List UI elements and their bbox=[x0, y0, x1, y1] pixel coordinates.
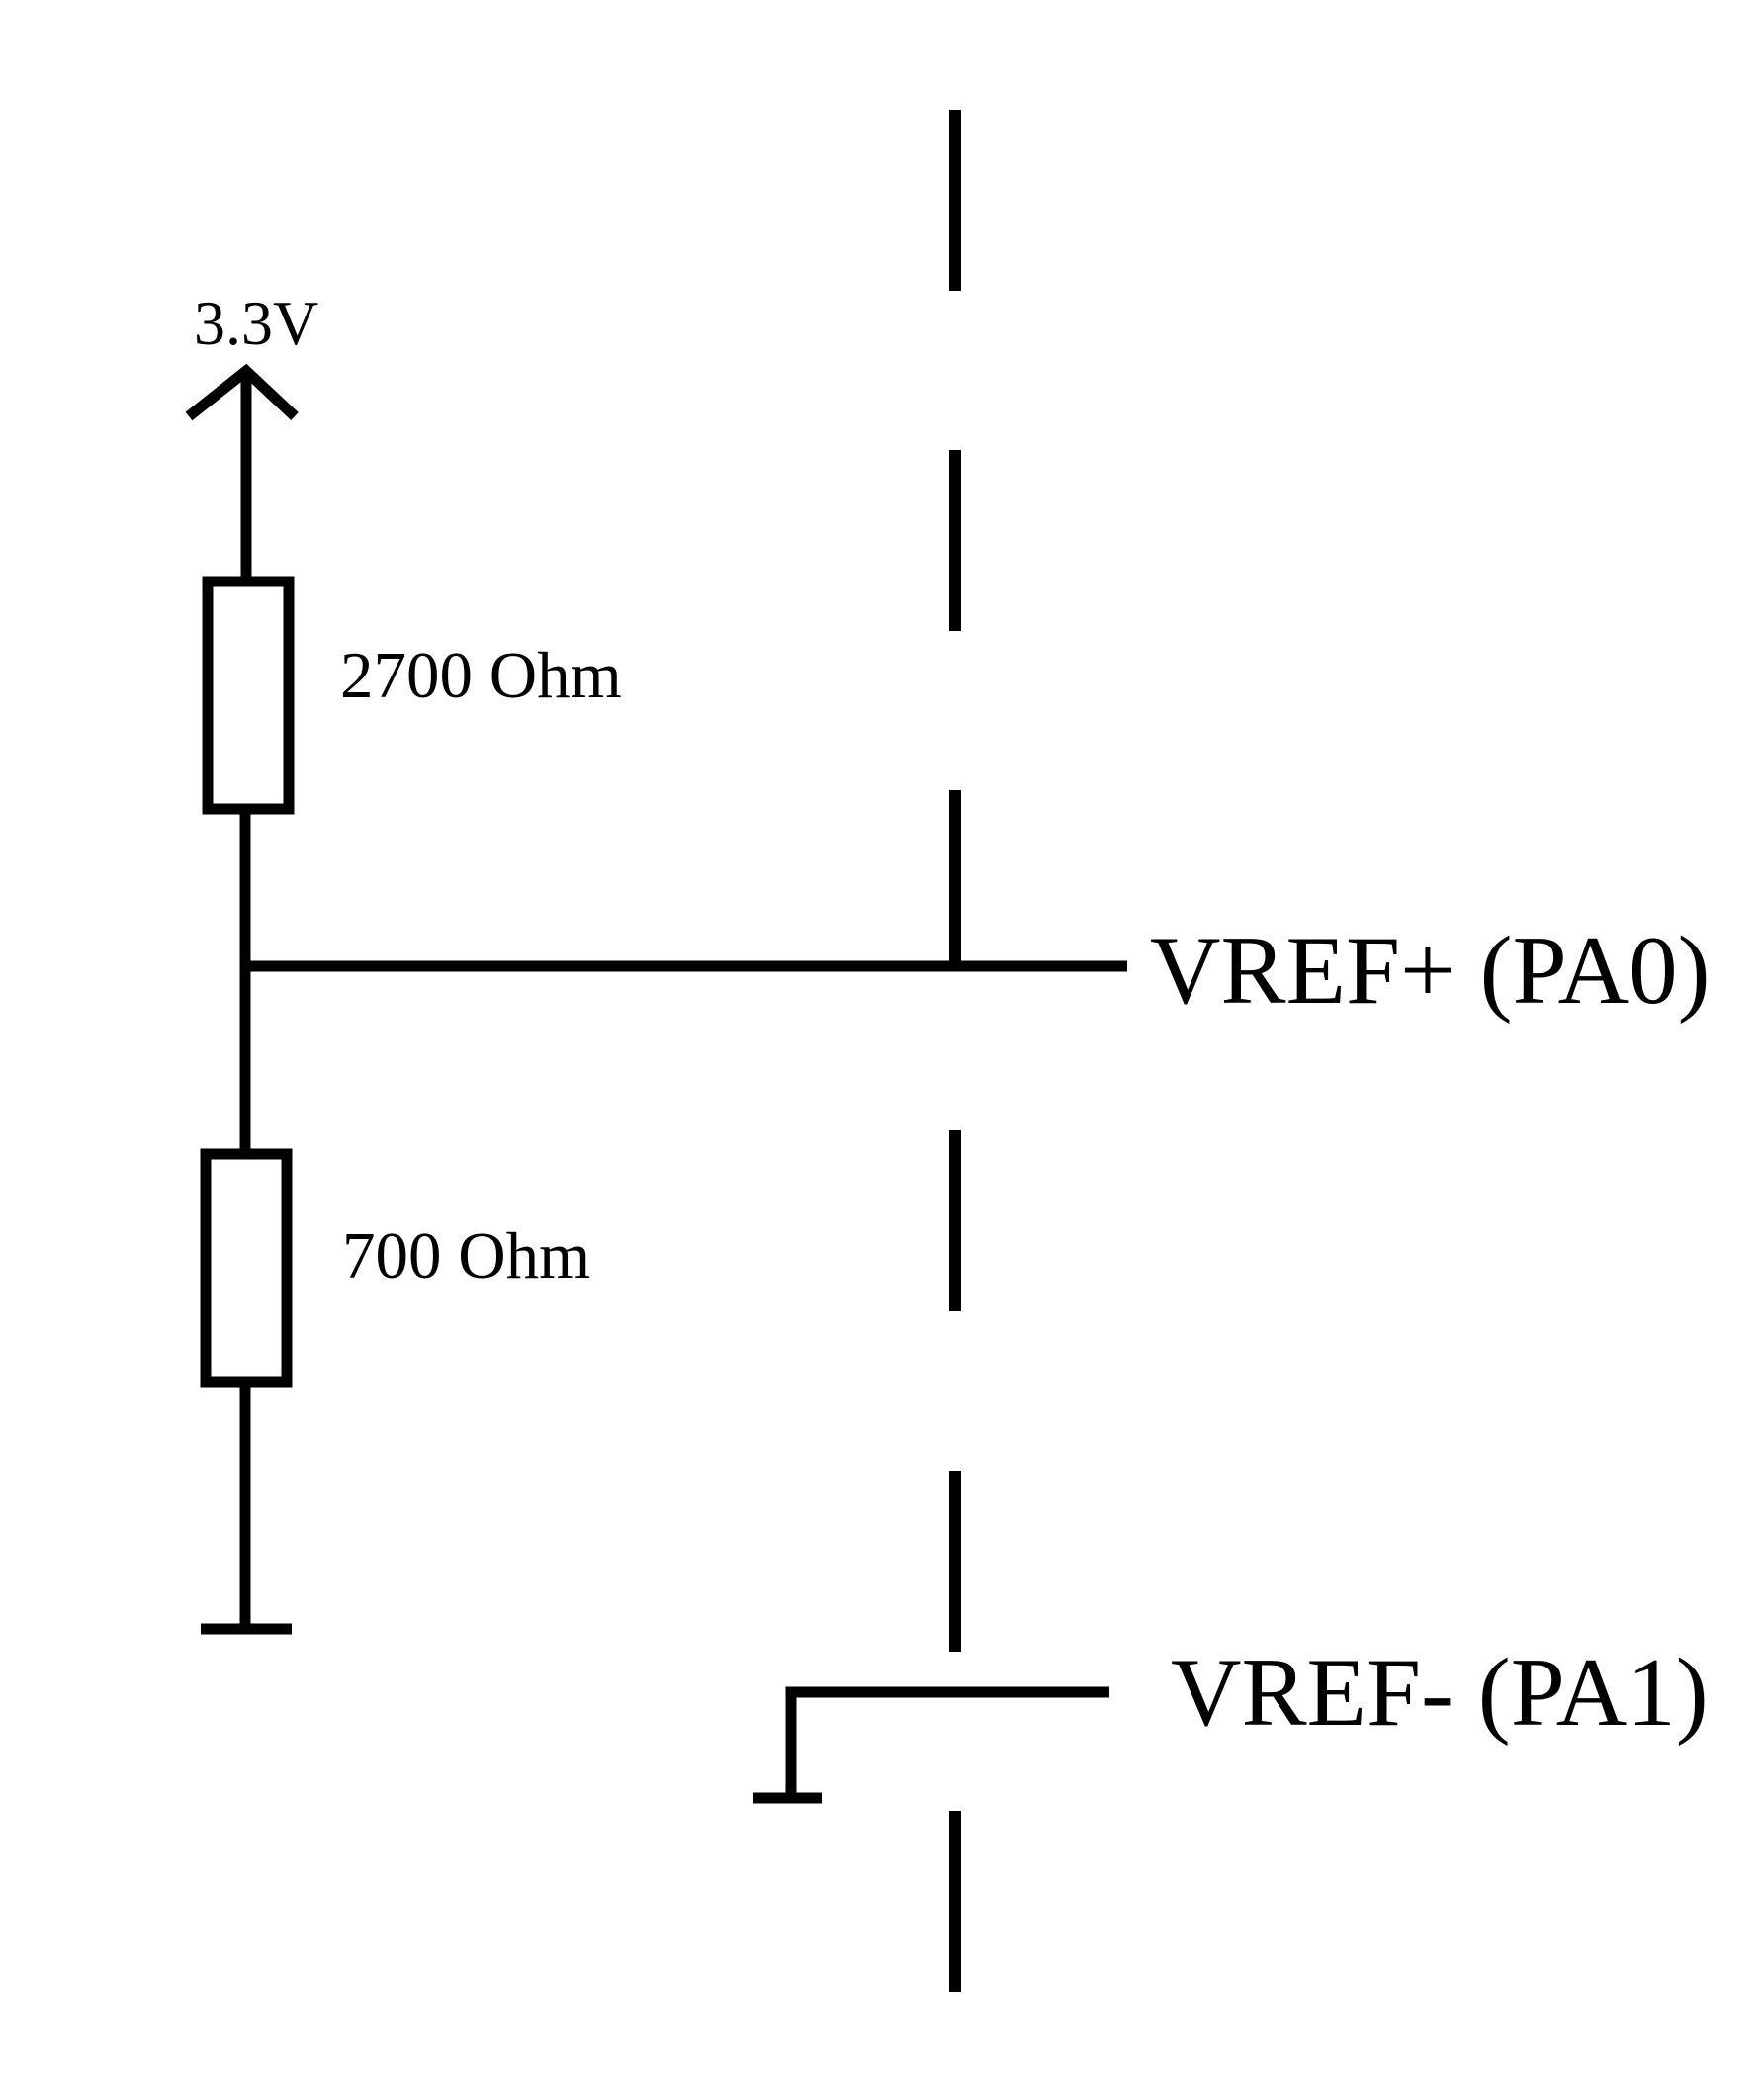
resistor-r2-label: 700 Ohm bbox=[342, 1219, 590, 1293]
resistor-r1 bbox=[202, 576, 295, 815]
vref-minus-wire bbox=[785, 1686, 1109, 1798]
supply-label: 3.3V bbox=[194, 288, 318, 358]
power-supply-arrow-icon bbox=[185, 363, 299, 579]
resistor-r1-label: 2700 Ohm bbox=[340, 639, 622, 712]
vref-minus-label: VREF- (PA1) bbox=[1171, 1639, 1709, 1747]
vref-plus-label: VREF+ (PA0) bbox=[1150, 917, 1711, 1025]
arrow-head bbox=[185, 363, 299, 421]
resistor-r2 bbox=[200, 1148, 293, 1388]
